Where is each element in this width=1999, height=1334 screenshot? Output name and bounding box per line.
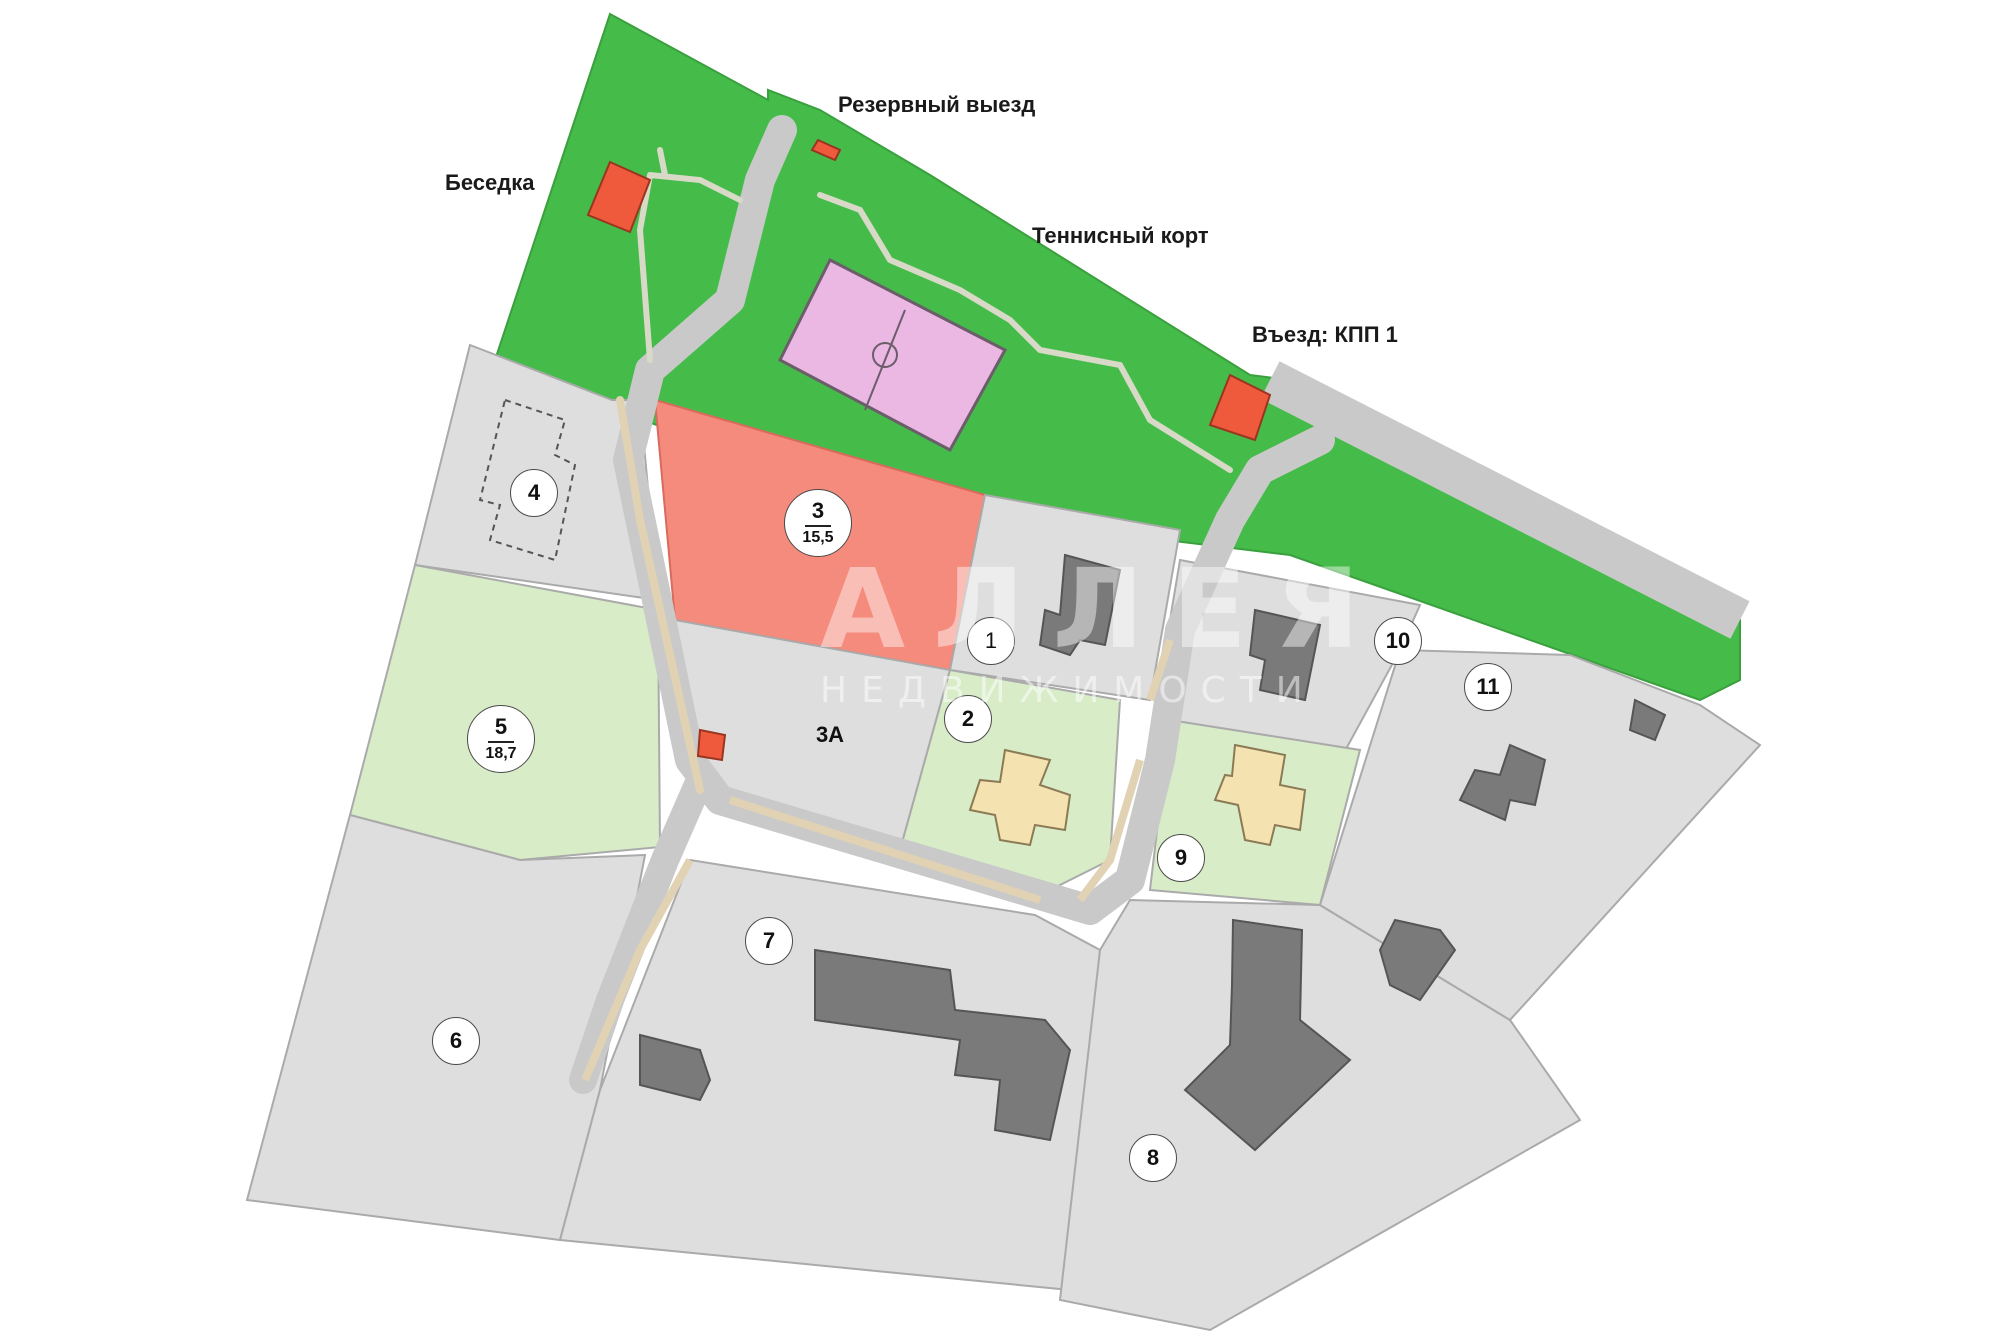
gazebo-label: Беседка <box>445 170 535 195</box>
side-road-west <box>569 766 714 1094</box>
main-road <box>613 115 1335 925</box>
plot-area: 18,7 <box>485 745 517 762</box>
plot-badge-7[interactable]: 7 <box>745 917 793 965</box>
road-east-strip <box>1260 361 1750 639</box>
entrance-label: Въезд: КПП 1 <box>1252 322 1398 347</box>
plot-badge-3[interactable]: 3 15,5 <box>784 489 852 557</box>
tennis-court <box>778 257 1008 453</box>
reserve-exit-label: Резервный выезд <box>838 92 1036 117</box>
reserve-exit-gate <box>810 138 842 162</box>
plot-badge-3a[interactable]: 3А <box>815 722 845 747</box>
gazebo-structure <box>586 160 652 234</box>
sand-path-west <box>616 396 704 794</box>
watermark-subtitle: НЕДВИЖИМОСТИ <box>820 670 1317 711</box>
plot-badge-6[interactable]: 6 <box>432 1017 480 1065</box>
plot-badge-5[interactable]: 5 18,7 <box>467 705 535 773</box>
plot-badge-4[interactable]: 4 <box>510 469 558 517</box>
plot-badge-10[interactable]: 10 <box>1374 617 1422 665</box>
plot-badge-2[interactable]: 2 <box>944 695 992 743</box>
plot-badge-1[interactable]: 1 <box>967 617 1015 665</box>
sand-path-south <box>581 858 694 1082</box>
tennis-court-label: Теннисный корт <box>1032 223 1209 248</box>
plot-number: 3 <box>805 500 831 527</box>
plot-area: 15,5 <box>802 529 834 546</box>
watermark-title: АЛЛЕЯ <box>820 545 1388 673</box>
plot-badge-11[interactable]: 11 <box>1464 663 1512 711</box>
plot-number: 5 <box>488 716 514 743</box>
checkpoint-building <box>1208 373 1272 442</box>
plot-badge-9[interactable]: 9 <box>1157 834 1205 882</box>
small-structure-3a <box>696 728 727 762</box>
park-path <box>636 147 1233 473</box>
new-houses <box>968 743 1307 847</box>
plot-badge-8[interactable]: 8 <box>1129 1134 1177 1182</box>
plot-8-area[interactable] <box>1058 898 1582 1332</box>
sand-curb <box>728 638 1174 904</box>
buildings <box>639 553 1667 1152</box>
